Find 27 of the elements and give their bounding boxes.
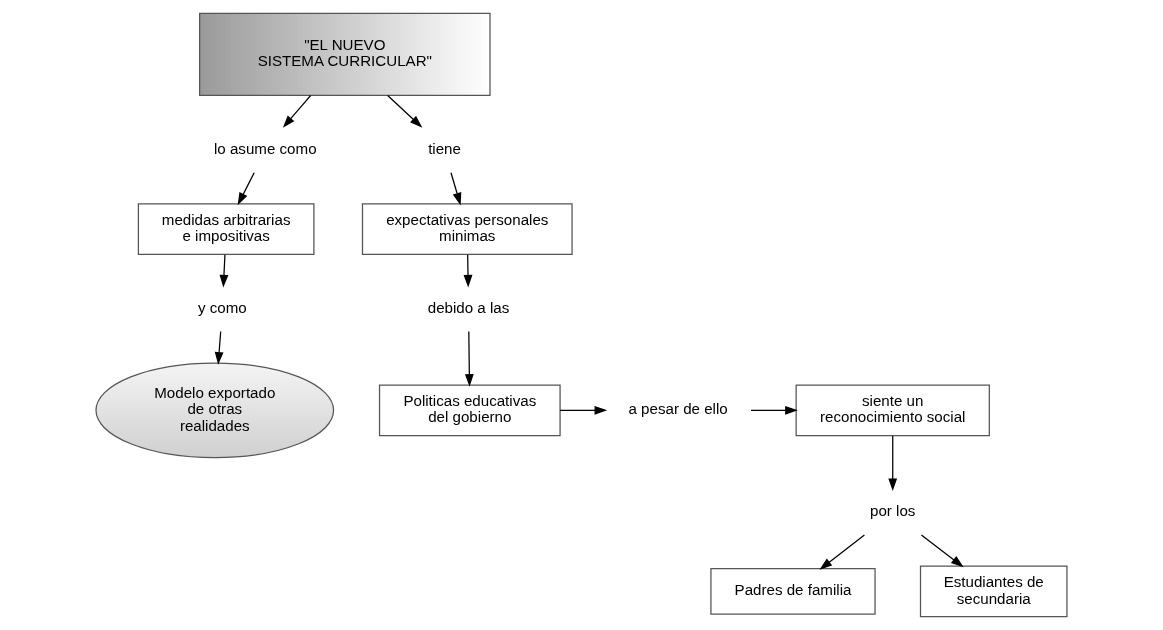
node-text: a pesar de ello xyxy=(628,400,728,418)
node-text: tiene xyxy=(428,139,461,157)
arrow xyxy=(888,435,898,492)
node-box: Estudiantes de secundaria xyxy=(919,565,1068,618)
node-text: debido a las xyxy=(427,298,510,316)
arrow xyxy=(464,330,474,387)
arrow xyxy=(237,172,255,206)
node-box: "EL NUEVO SISTEMA CURRICULAR" xyxy=(199,12,491,96)
node-ellipse: Modelo exportado de otras realidades xyxy=(95,362,335,459)
arrow xyxy=(920,534,964,568)
arrow xyxy=(219,254,229,288)
node-box: siente un reconocimiento social xyxy=(795,384,990,437)
arrow xyxy=(463,254,473,288)
arrow xyxy=(750,405,798,415)
arrow xyxy=(387,94,423,128)
arrow xyxy=(450,172,462,206)
node-text: y como xyxy=(197,298,247,316)
arrow xyxy=(819,534,866,570)
arrow xyxy=(559,405,608,415)
node-text: lo asume como xyxy=(214,139,317,157)
node-box: Politicas educativas del gobierno xyxy=(378,384,561,437)
node-box: Padres de familia xyxy=(710,568,876,615)
arrow xyxy=(282,94,312,128)
node-text: por los xyxy=(870,501,916,519)
arrow xyxy=(214,330,224,365)
node-box: medidas arbitrarias e impositivas xyxy=(137,203,315,256)
node-box: expectativas personales minimas xyxy=(361,203,573,256)
